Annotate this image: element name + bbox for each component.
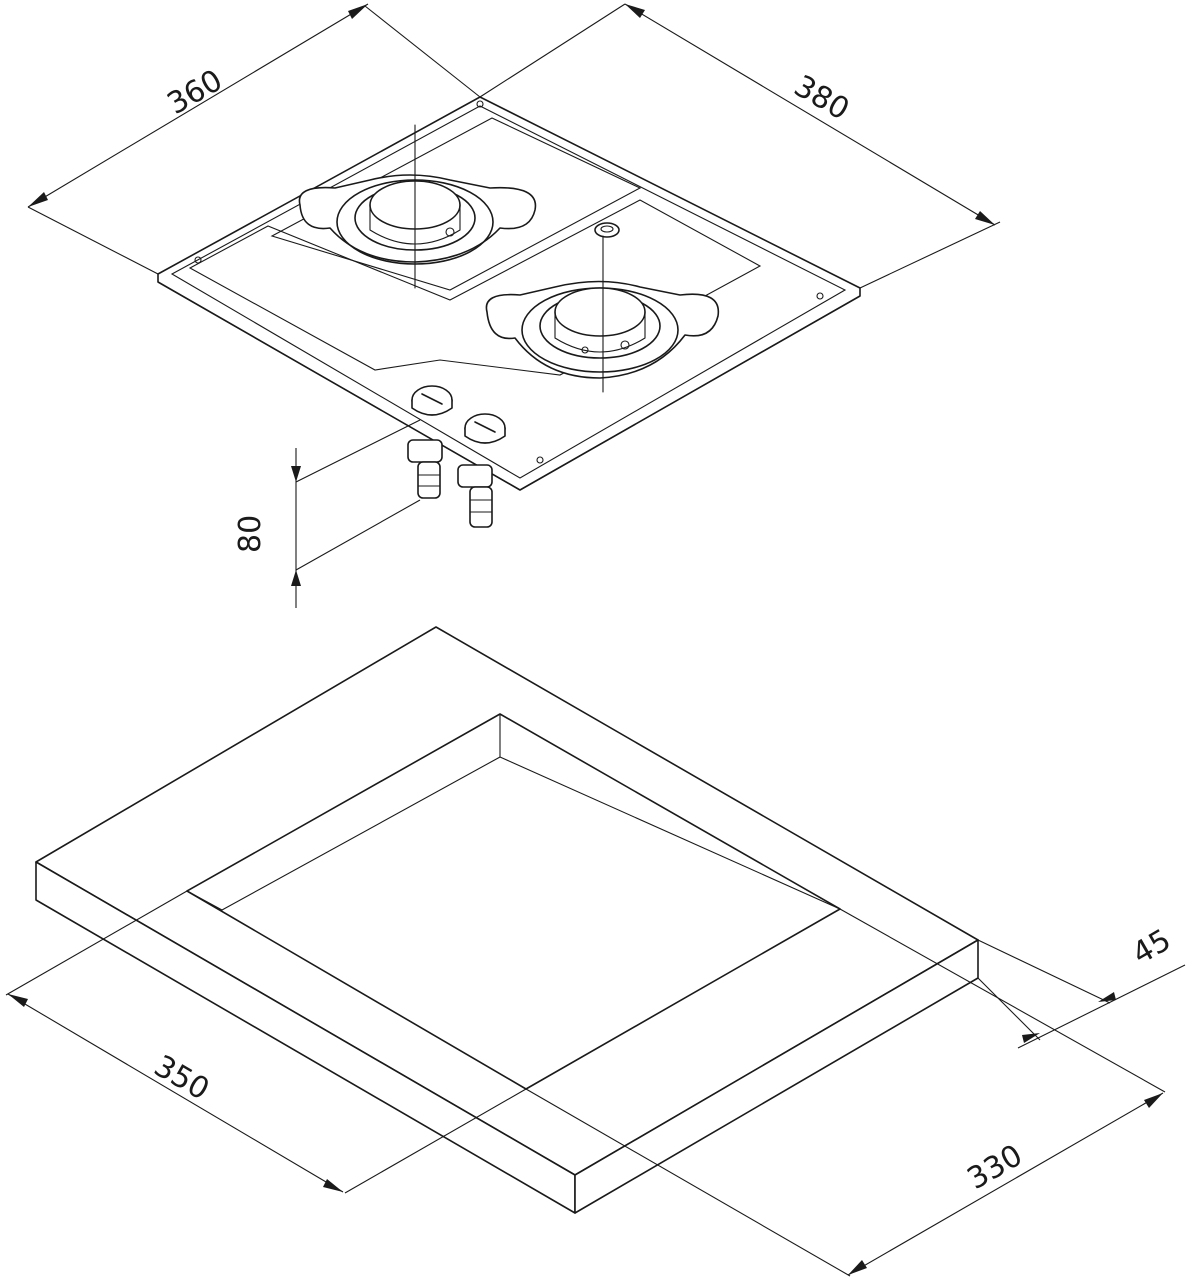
burner-front bbox=[485, 280, 720, 393]
burner-cap bbox=[554, 287, 646, 337]
dimension-label-380: 380 bbox=[788, 69, 855, 128]
igniter-icon bbox=[594, 222, 620, 238]
worktop bbox=[35, 626, 979, 1214]
gas-hob bbox=[157, 96, 861, 528]
gas-valve-right bbox=[457, 464, 493, 528]
burner-rear bbox=[298, 124, 537, 289]
ignition-electrode bbox=[620, 340, 630, 350]
hob-plate-inner-rim bbox=[170, 105, 847, 479]
screw-hole bbox=[816, 292, 824, 300]
dimension-label-330: 330 bbox=[962, 1138, 1029, 1197]
hob-plate-edge bbox=[157, 281, 861, 491]
cutout-wall bbox=[499, 756, 841, 910]
dimension-label-360: 360 bbox=[162, 63, 229, 122]
igniter-icon-inner bbox=[600, 225, 614, 233]
cutout-edge bbox=[186, 890, 223, 911]
screw-hole bbox=[194, 256, 202, 264]
burner-cap-side bbox=[554, 311, 646, 353]
dimension-cutout-width bbox=[5, 890, 527, 1194]
dimension-label-45: 45 bbox=[1127, 923, 1178, 972]
dimension-label-80: 80 bbox=[233, 515, 268, 553]
ignition-electrode bbox=[445, 227, 455, 237]
control-knob-right bbox=[464, 413, 506, 444]
dimension-hob-height bbox=[291, 419, 421, 608]
gas-valve-left bbox=[407, 439, 443, 499]
dimension-worktop-thickness bbox=[977, 939, 1186, 1049]
dimension-hob-width bbox=[27, 3, 481, 275]
control-knob-left bbox=[411, 385, 453, 416]
hob-plate-outline bbox=[157, 96, 861, 491]
hob-rear-panel bbox=[270, 117, 642, 291]
screw-hole bbox=[536, 456, 544, 464]
hob-front-panel bbox=[188, 199, 762, 376]
dimension-cutout-depth bbox=[525, 908, 1166, 1277]
ignition-electrode bbox=[581, 346, 589, 354]
dimension-hob-depth bbox=[479, 3, 1001, 289]
screw-hole bbox=[476, 100, 484, 108]
dimension-label-350: 350 bbox=[148, 1049, 215, 1108]
